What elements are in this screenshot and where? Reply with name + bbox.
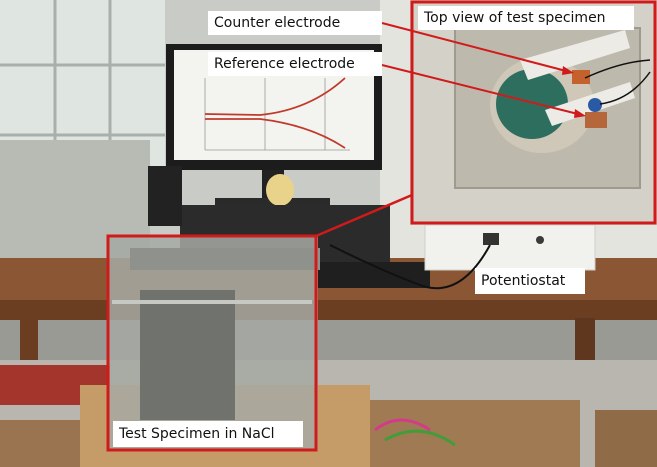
top-view-label: Top view of test specimen (418, 6, 634, 30)
potentiostat-port (483, 233, 499, 245)
specimen-block (140, 290, 235, 420)
figurine (266, 174, 294, 206)
electrode-strip-upper (520, 30, 630, 80)
specimen-frame (106, 234, 318, 452)
speaker (148, 166, 182, 226)
inset-frame (410, 0, 657, 225)
reference-terminal (588, 98, 602, 112)
cables-floor (374, 418, 456, 447)
inset-wire (584, 59, 651, 79)
potentiostat-unit (424, 224, 596, 271)
reference-holder (585, 112, 607, 128)
potentiostat-knob (536, 236, 544, 244)
potentiostat-cable (329, 244, 491, 290)
tank-lid-bar (130, 248, 320, 270)
tank-to-inset-line (315, 193, 413, 238)
reference-arrow (381, 64, 586, 118)
specimen-disc (496, 69, 568, 139)
inset-wire-2 (599, 71, 651, 105)
water-surface (112, 300, 312, 304)
test-specimen-label: Test Specimen in NaCl (113, 421, 303, 447)
counter-electrode-label: Counter electrode (208, 11, 382, 35)
plot-curve-lower (205, 118, 346, 149)
potentiostat-label: Potentiostat (475, 268, 585, 294)
plot-curve-upper (204, 77, 346, 116)
bench-front (0, 300, 657, 320)
reference-electrode-label: Reference electrode (208, 52, 382, 76)
counter-arrow (381, 22, 574, 75)
floor-box-left (0, 420, 90, 467)
counter-terminal (572, 70, 590, 84)
floor-box-far-right (595, 410, 657, 467)
